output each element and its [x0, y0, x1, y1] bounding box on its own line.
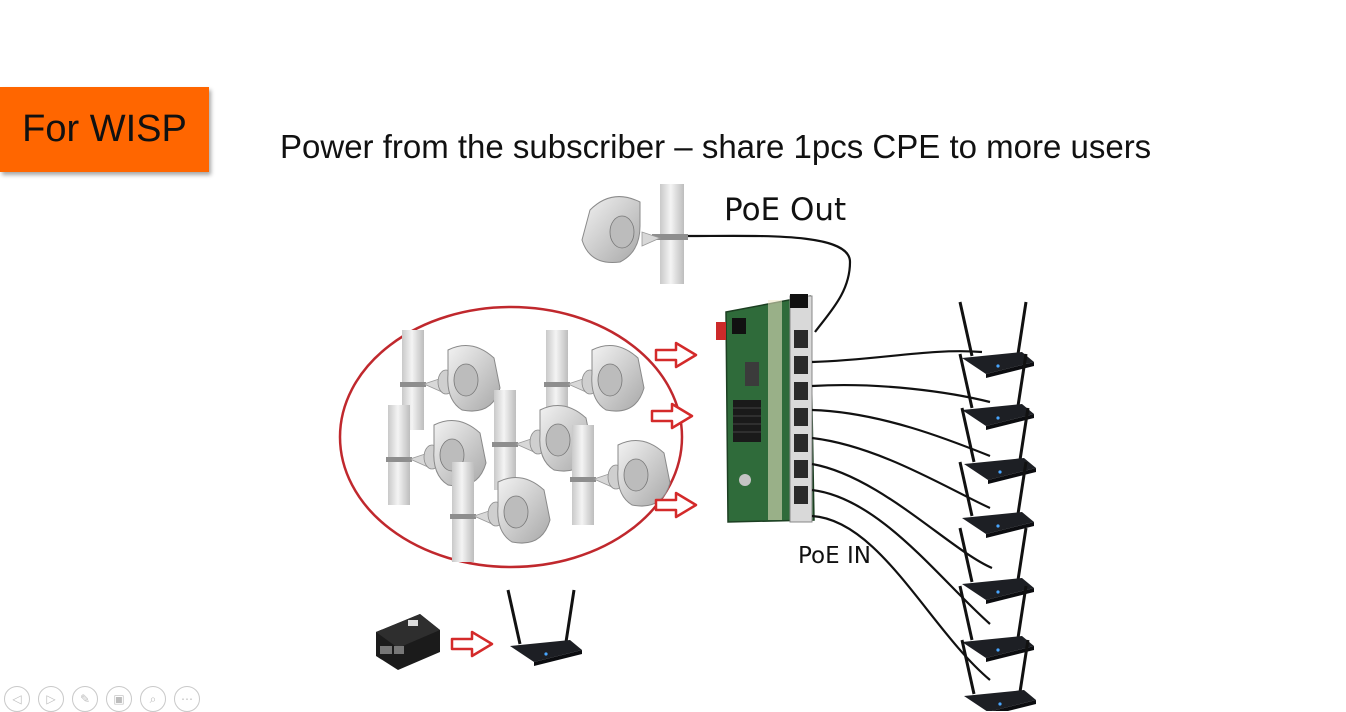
wifi-router-icon [958, 300, 1038, 711]
poe-in-label: PoE IN [798, 543, 871, 569]
nav-prev-icon[interactable]: ◁ [4, 686, 30, 712]
nav-zoom-icon[interactable]: ⌕ [140, 686, 166, 712]
nav-next-icon[interactable]: ▷ [38, 686, 64, 712]
badge-label: For WISP [22, 108, 187, 150]
slideshow-nav: ◁ ▷ ✎ ▣ ⌕ ⋯ [4, 686, 200, 712]
nav-pen-icon[interactable]: ✎ [72, 686, 98, 712]
wifi-router-single-icon [506, 588, 584, 668]
poe-adapter-icon [376, 614, 440, 670]
poe-switch-board-icon [716, 294, 815, 523]
for-wisp-badge: For WISP [0, 87, 209, 172]
nav-more-icon[interactable]: ⋯ [174, 686, 200, 712]
poe-out-label: PoE Out [724, 192, 847, 228]
cpe-group-icons [385, 329, 671, 563]
cpe-group-ellipse [338, 305, 684, 569]
cpe-antenna-icon [581, 184, 688, 284]
nav-slides-icon[interactable]: ▣ [106, 686, 132, 712]
cables [687, 234, 993, 681]
adapter-arrow [450, 630, 494, 658]
slide-title: Power from the subscriber – share 1pcs C… [280, 128, 1152, 165]
